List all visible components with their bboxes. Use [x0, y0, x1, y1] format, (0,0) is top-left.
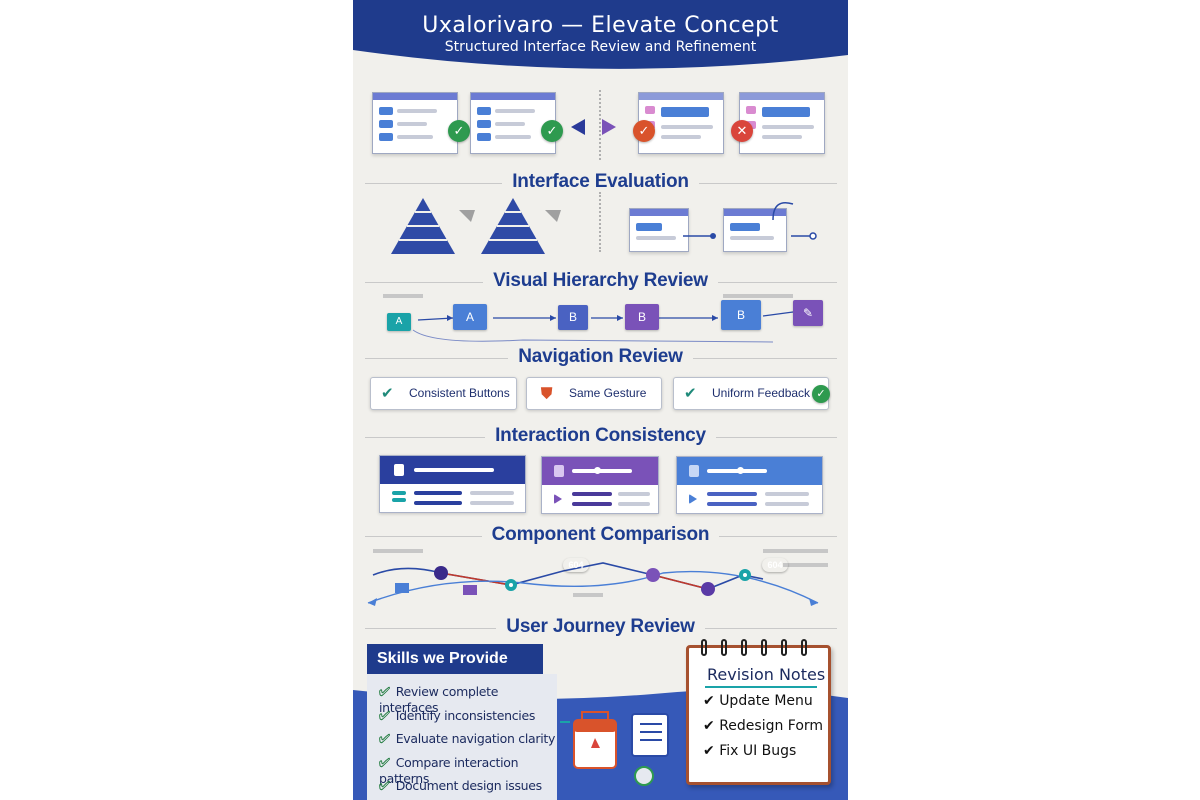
note-item: ✔ Update Menu: [703, 693, 813, 709]
header-band: [353, 0, 848, 69]
pyramid-icons: [391, 198, 561, 254]
nav-node: B: [721, 300, 761, 330]
revision-notes-title: Revision Notes: [707, 665, 826, 684]
spiral-ring: [781, 639, 787, 656]
edit-icon: ✎: [793, 300, 823, 326]
skills-title: Skills we Provide: [367, 644, 543, 674]
check-icon: ✓: [541, 120, 563, 142]
journey-badge: 604: [563, 558, 589, 572]
skill-item: ✅︎Identify inconsistencies: [379, 708, 536, 724]
divider: [599, 90, 601, 160]
note-item: ✔ Redesign Form: [703, 718, 824, 734]
skills-panel: ✅︎Review complete interfaces ✅︎Identify …: [367, 674, 557, 800]
section-title-interaction: Interaction Consistency: [353, 425, 848, 447]
section-title-component: Component Comparison: [353, 524, 848, 546]
spiral-ring: [741, 639, 747, 656]
skill-item: ✅︎Document design issues: [379, 778, 542, 794]
page-title: Uxalorivaro — Elevate Concept: [422, 13, 779, 38]
spiral-ring: [761, 639, 767, 656]
check-circle-icon: ✅︎: [379, 779, 390, 794]
skill-item: ✅︎Compare interaction patterns: [379, 755, 519, 786]
spiral-ring: [801, 639, 807, 656]
chip-consistent-buttons: ✔ Consistent Buttons: [370, 377, 517, 410]
skill-item: ✅︎Evaluate navigation clarity: [379, 731, 556, 747]
page-subtitle: Structured Interface Review and Refineme…: [444, 39, 757, 55]
note-item: ✔ Fix UI Bugs: [703, 743, 797, 759]
ui-window-thumbnail: [723, 208, 787, 252]
spiral-ring: [721, 639, 727, 656]
chip-same-gesture: ⛊ Same Gesture: [526, 377, 662, 410]
check-icon: ✓: [812, 385, 830, 403]
poster: Uxalorivaro — Elevate Concept Structured…: [353, 0, 848, 800]
check-icon: ✓: [633, 120, 655, 142]
title-underline: [705, 686, 817, 688]
flow-connector: [683, 202, 817, 240]
ui-window-thumbnail: [739, 92, 825, 154]
nav-node: B: [558, 305, 588, 330]
section-title-navigation: Navigation Review: [353, 346, 848, 368]
revision-notes-card: Revision Notes ✔ Update Menu ✔ Redesign …: [686, 639, 831, 785]
shield-icon: ⛊: [541, 385, 553, 402]
check-icon: ✓: [448, 120, 470, 142]
component-card: [676, 456, 823, 514]
ui-window-thumbnail: [629, 208, 689, 252]
close-icon: ✕: [731, 120, 753, 142]
check-icon: ✔: [684, 385, 697, 402]
navigation-flow-lines: [383, 294, 794, 343]
check-circle-icon: ✅︎: [379, 709, 390, 724]
section-title-journey: User Journey Review: [353, 616, 848, 638]
component-card: [541, 456, 659, 514]
section-title-hierarchy: Visual Hierarchy Review: [353, 270, 848, 292]
user-journey-path: [367, 549, 828, 606]
check-icon: ✔: [381, 385, 394, 402]
calendar-checklist-icons: [560, 711, 669, 786]
chip-uniform-feedback: ✔ Uniform Feedback: [673, 377, 829, 410]
compare-arrows-icon: [571, 119, 616, 135]
nav-node: A: [387, 313, 411, 331]
check-circle-icon: ✅︎: [379, 756, 390, 771]
skill-item: ✅︎Review complete interfaces: [379, 684, 499, 715]
nav-node: B: [625, 304, 659, 330]
spiral-ring: [701, 639, 707, 656]
check-circle-icon: ✅︎: [379, 685, 390, 700]
component-card: [379, 455, 526, 513]
divider: [599, 192, 601, 252]
journey-badge: 604: [762, 558, 788, 572]
ui-window-thumbnail: [372, 92, 458, 154]
check-circle-icon: ✅︎: [379, 732, 390, 747]
section-title-evaluation: Interface Evaluation: [353, 171, 848, 193]
nav-node: A: [453, 304, 487, 330]
